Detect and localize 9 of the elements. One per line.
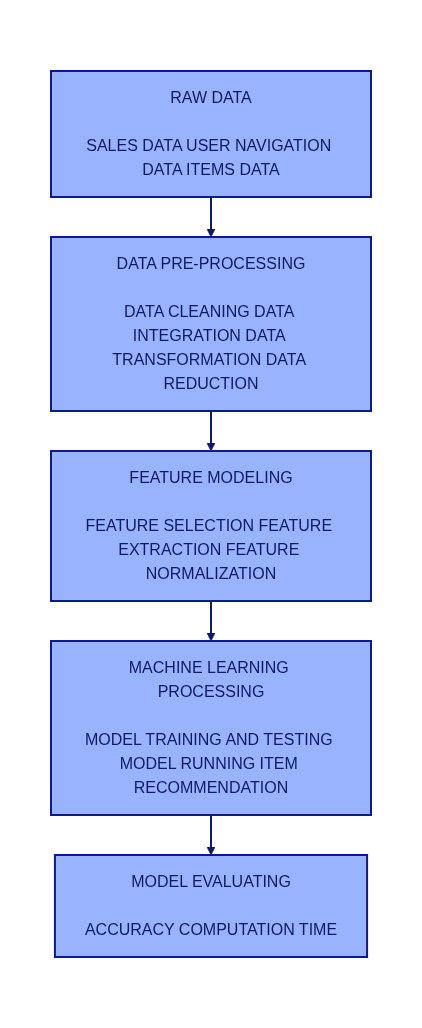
node-box: MODEL EVALUATING ACCURACY COMPUTATION TIME — [53, 854, 369, 958]
arrow — [206, 600, 216, 642]
node-box: RAW DATA SALES DATA USER NAVIGATION DATA ITEMS DATA — [50, 70, 372, 198]
node-box: DATA PRE-PROCESSING DATA CLEANING DATA INTEGRATION DATA TRANSFORMATION DATA REDUCTION — [50, 236, 372, 412]
node-box: FEATURE MODELING FEATURE SELECTION FEATURE EXTRACTION FEATURE NORMALIZATION — [50, 450, 372, 602]
node-box: MACHINE LEARNING PROCESSING MODEL TRAINING AND TESTING MODEL RUNNING ITEM RECOMMENDATION — [50, 640, 372, 816]
arrow — [206, 410, 216, 452]
arrow — [206, 814, 216, 856]
arrow — [206, 196, 216, 238]
